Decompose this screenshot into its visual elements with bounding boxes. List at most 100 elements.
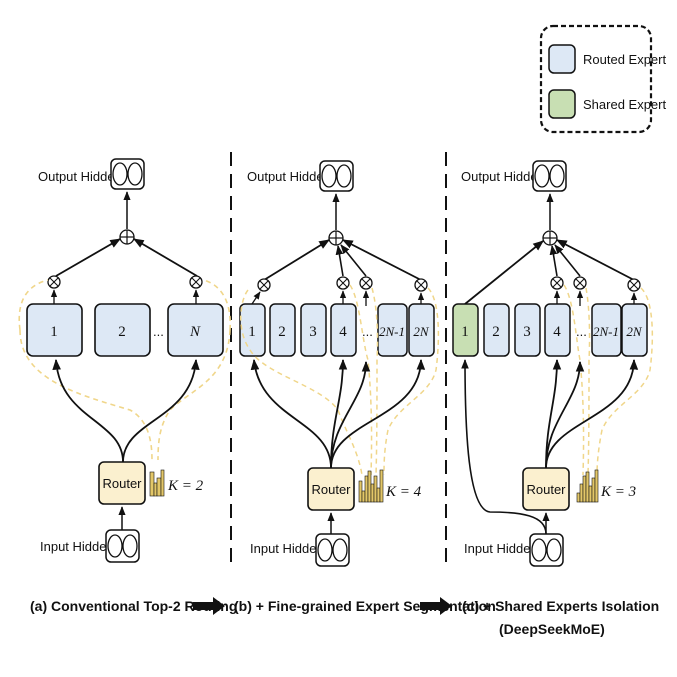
multiply-gate-icon	[414, 278, 428, 292]
router-to-expert-arrow	[545, 360, 585, 469]
routed-expert-box	[591, 303, 622, 357]
routing-score-bars-icon	[576, 469, 599, 503]
input-hidden-label: Input Hidden	[40, 539, 114, 554]
router-box	[522, 467, 570, 511]
routed-expert-box	[377, 303, 408, 357]
expert-label: 1	[50, 324, 58, 340]
routing-score-path	[240, 289, 363, 476]
expert-label: 1	[248, 324, 256, 340]
multiply-gate-icon	[189, 275, 203, 289]
multiply-gate-icon	[336, 276, 350, 290]
routing-score-path	[157, 279, 231, 461]
sum-node-icon	[328, 230, 344, 246]
caption-b: (b) + Fine-grained Expert Segmentation	[234, 598, 496, 614]
expert-label: 3	[523, 324, 531, 340]
multiply-gate-icon	[627, 278, 641, 292]
sum-node-icon	[119, 229, 135, 245]
gated-output-arrow	[342, 239, 422, 281]
shared-expert-box	[452, 303, 479, 357]
output-hidden-vector	[110, 158, 145, 190]
ellipsis: ...	[576, 324, 587, 339]
router-box	[307, 467, 355, 511]
input-hidden-vector	[529, 533, 564, 567]
gated-output-arrow	[556, 239, 635, 281]
panel-c: Output Hidden 1	[452, 160, 654, 567]
top-k-label: K = 2	[167, 478, 204, 494]
gated-output-arrow	[335, 245, 344, 277]
routing-score-path	[371, 287, 379, 476]
input-hidden-vector	[105, 529, 140, 563]
caption-a: (a) Conventional Top-2 Routing	[30, 598, 237, 614]
router-label: Router	[102, 476, 142, 491]
router-to-expert-arrow	[52, 358, 124, 463]
gated-output-arrow	[55, 238, 121, 277]
expert-to-gate-arrow	[251, 291, 261, 305]
multiply-gate-icon	[550, 276, 564, 290]
routed-expert-box	[300, 303, 327, 357]
input-hidden-label: Input Hidden	[464, 541, 538, 556]
routed-expert-box	[269, 303, 296, 357]
routing-score-path	[563, 284, 585, 476]
expert-label: 2N	[413, 324, 430, 339]
output-hidden-vector	[532, 160, 567, 192]
expert-label: N	[189, 324, 201, 340]
routed-expert-box	[483, 303, 510, 357]
input-to-shared-expert-arrow	[461, 359, 547, 535]
shared-expert-swatch	[548, 89, 576, 119]
router-to-expert-arrow	[545, 358, 639, 469]
output-hidden-label: Output Hidden	[38, 169, 122, 184]
routed-expert-box	[26, 303, 83, 357]
expert-label: 2N	[626, 324, 643, 339]
routed-expert-swatch	[548, 44, 576, 74]
sum-node-icon	[542, 230, 558, 246]
routed-expert-box	[167, 303, 224, 357]
routed-expert-box	[621, 303, 648, 357]
top-k-label: K = 4	[385, 484, 422, 500]
routed-expert-box	[514, 303, 541, 357]
router-to-expert-arrow	[330, 360, 371, 469]
expert-label: 4	[339, 324, 347, 340]
shared-expert-output-arrow	[464, 240, 544, 305]
output-hidden-vector	[319, 160, 354, 192]
top-k-label: K = 3	[600, 484, 636, 500]
multiply-gate-icon	[47, 275, 61, 289]
expert-label: 2	[118, 324, 126, 340]
router-label: Router	[526, 482, 566, 497]
routed-expert-box	[94, 303, 151, 357]
routed-expert-box	[330, 303, 357, 357]
expert-label: 4	[553, 324, 561, 340]
legend-border	[539, 24, 653, 134]
gated-output-arrow	[263, 239, 330, 281]
expert-label: 1	[461, 324, 469, 340]
gated-output-arrow	[340, 244, 367, 277]
routing-score-bars-icon	[358, 469, 384, 503]
router-box	[98, 461, 146, 505]
legend-shared-label: Shared Expert	[583, 97, 666, 112]
routing-score-path	[596, 287, 654, 476]
routed-expert-box	[544, 303, 571, 357]
multiply-gate-icon	[573, 276, 587, 290]
routing-score-path	[383, 287, 440, 476]
expert-label: 2	[492, 324, 500, 340]
caption-c-subtitle: (DeepSeekMoE)	[499, 621, 605, 637]
panel-a: Output Hidden 1 2 ...	[18, 158, 231, 563]
multiply-gate-icon	[359, 276, 373, 290]
expert-label: 2N-1	[593, 324, 619, 339]
routing-score-path	[585, 287, 591, 476]
router-label: Router	[311, 482, 351, 497]
gated-output-arrow	[133, 238, 198, 277]
ellipsis: ...	[153, 324, 164, 339]
legend: Routed Expert Shared Expert	[539, 24, 666, 134]
expert-label: 2N-1	[379, 324, 405, 339]
multiply-gate-icon	[257, 278, 271, 292]
routing-score-path	[349, 284, 373, 476]
router-to-expert-arrow	[250, 358, 332, 469]
router-to-expert-arrow	[122, 358, 200, 463]
routed-expert-box	[408, 303, 435, 357]
expert-label: 3	[309, 324, 317, 340]
ellipsis: ...	[362, 324, 373, 339]
panel-b: Output Hidden	[239, 160, 440, 567]
routing-score-bars-icon	[149, 469, 165, 497]
legend-routed-label: Routed Expert	[583, 52, 666, 67]
